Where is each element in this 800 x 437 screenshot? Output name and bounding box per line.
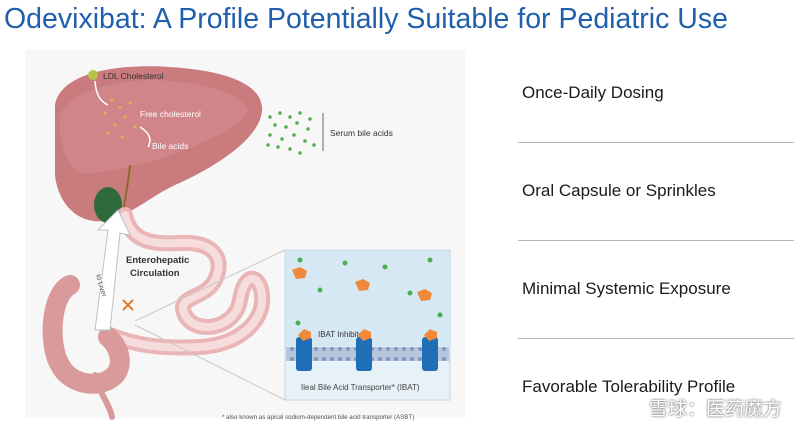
- inset-bile-acid-dots: [295, 257, 443, 326]
- page-title: Odevixibat: A Profile Potentially Suitab…: [4, 3, 728, 35]
- inset-inhibitor-molecules: [292, 267, 432, 301]
- serum-bile-acid-dots: [266, 111, 316, 155]
- diagram-canvas: LDL Cholesterol Free cholesterol Bile ac…: [25, 50, 465, 421]
- free-cholesterol-label: Free cholesterol: [140, 109, 201, 119]
- enterohepatic-diagram: LDL Cholesterol Free cholesterol Bile ac…: [0, 45, 470, 427]
- feature-divider: [518, 142, 794, 143]
- bound-inhibitors: [298, 329, 437, 341]
- feature-item: Once-Daily Dosing: [518, 45, 794, 143]
- enterohepatic-label-line2: Circulation: [130, 268, 180, 279]
- serum-bile-acids-label: Serum bile acids: [330, 128, 393, 138]
- zoom-line-top: [134, 249, 286, 322]
- watermark: 雪球：医药魔方: [648, 398, 782, 420]
- feature-label: Favorable Tolerability Profile: [522, 377, 736, 396]
- free-cholesterol-dots: [103, 98, 137, 139]
- ibat-inset: IBAT Inhibitor: [284, 249, 451, 401]
- enterohepatic-label-line1: Enterohepatic: [126, 255, 189, 266]
- feature-item: Oral Capsule or Sprinkles: [518, 143, 794, 241]
- zoom-line-bottom: [134, 324, 286, 401]
- bile-acids-arrow: [139, 126, 151, 148]
- blocked-x-icon: [122, 299, 134, 311]
- to-liver-arrow: [94, 209, 131, 331]
- ldl-arrow: [94, 80, 109, 106]
- feature-divider: [518, 338, 794, 339]
- feature-item: Minimal Systemic Exposure: [518, 241, 794, 339]
- rectum: [92, 372, 115, 420]
- feature-item: Favorable Tolerability Profile: [518, 339, 794, 437]
- transporter-label: Ileal Bile Acid Transporter* (IBAT): [301, 383, 420, 392]
- feature-label: Once-Daily Dosing: [522, 83, 664, 102]
- feature-divider: [518, 240, 794, 241]
- large-intestine: [42, 275, 130, 394]
- feature-list: Once-Daily Dosing Oral Capsule or Sprink…: [518, 45, 800, 427]
- small-intestine-lumen: [106, 211, 267, 352]
- bile-acids-label: Bile acids: [152, 141, 188, 151]
- ldl-cholesterol-label: LDL Cholesterol: [103, 71, 164, 81]
- footnote: * also known as apical sodium-dependent …: [222, 414, 414, 421]
- ldl-cholesterol-dot: [88, 70, 98, 80]
- ibat-inhibitor-label: IBAT Inhibitor: [318, 330, 366, 339]
- ibat-transporters: [296, 337, 438, 371]
- feature-label: Oral Capsule or Sprinkles: [522, 181, 716, 200]
- feature-label: Minimal Systemic Exposure: [522, 279, 731, 298]
